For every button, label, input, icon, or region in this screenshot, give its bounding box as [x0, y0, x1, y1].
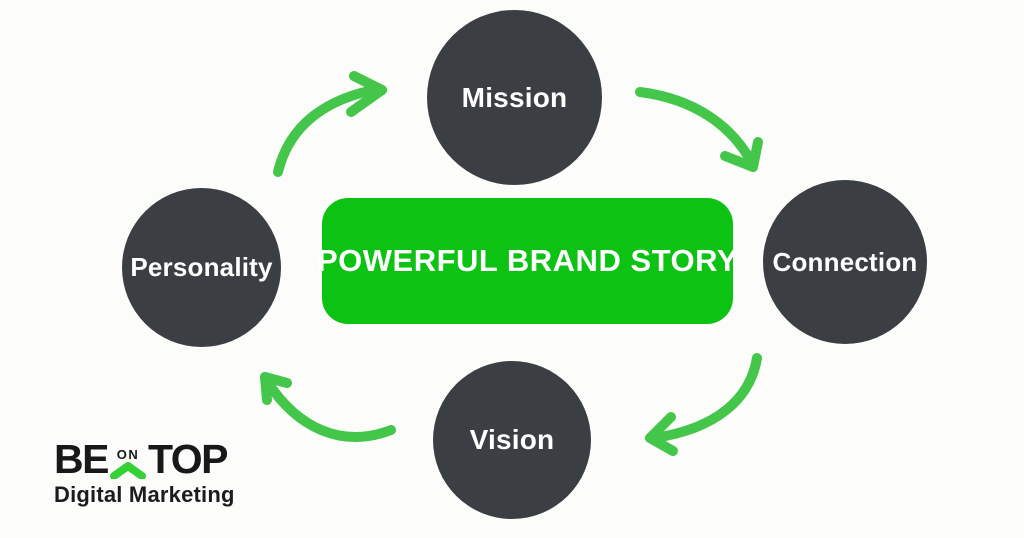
node-vision: Vision: [433, 361, 591, 519]
center-title-box: POWERFUL BRAND STORY: [317, 198, 738, 324]
chevron-up-icon: [109, 461, 146, 479]
beontop-logo: BE ON TOP Digital Marketing: [54, 436, 235, 508]
node-connection: Connection: [763, 180, 927, 344]
logo-text-be: BE: [54, 436, 109, 482]
node-personality: Personality: [122, 188, 281, 347]
diagram-title: POWERFUL BRAND STORY: [316, 243, 739, 278]
node-mission-label: Mission: [461, 81, 568, 113]
logo-wordmark: BE ON TOP: [54, 436, 235, 482]
node-personality-label: Personality: [130, 252, 273, 282]
node-connection-label: Connection: [772, 246, 918, 277]
logo-text-on: ON: [116, 446, 140, 462]
node-vision-label: Vision: [469, 424, 555, 455]
arrow-mission-to-connection: [635, 87, 763, 172]
node-mission: Mission: [427, 10, 602, 185]
logo-subtitle: Digital Marketing: [54, 481, 235, 507]
arrow-personality-to-mission: [273, 71, 387, 177]
arrow-vision-to-personality: [260, 372, 396, 442]
logo-on-chevron-group: ON: [109, 446, 146, 479]
arrow-connection-to-vision: [645, 353, 762, 456]
logo-text-top: TOP: [147, 436, 229, 482]
